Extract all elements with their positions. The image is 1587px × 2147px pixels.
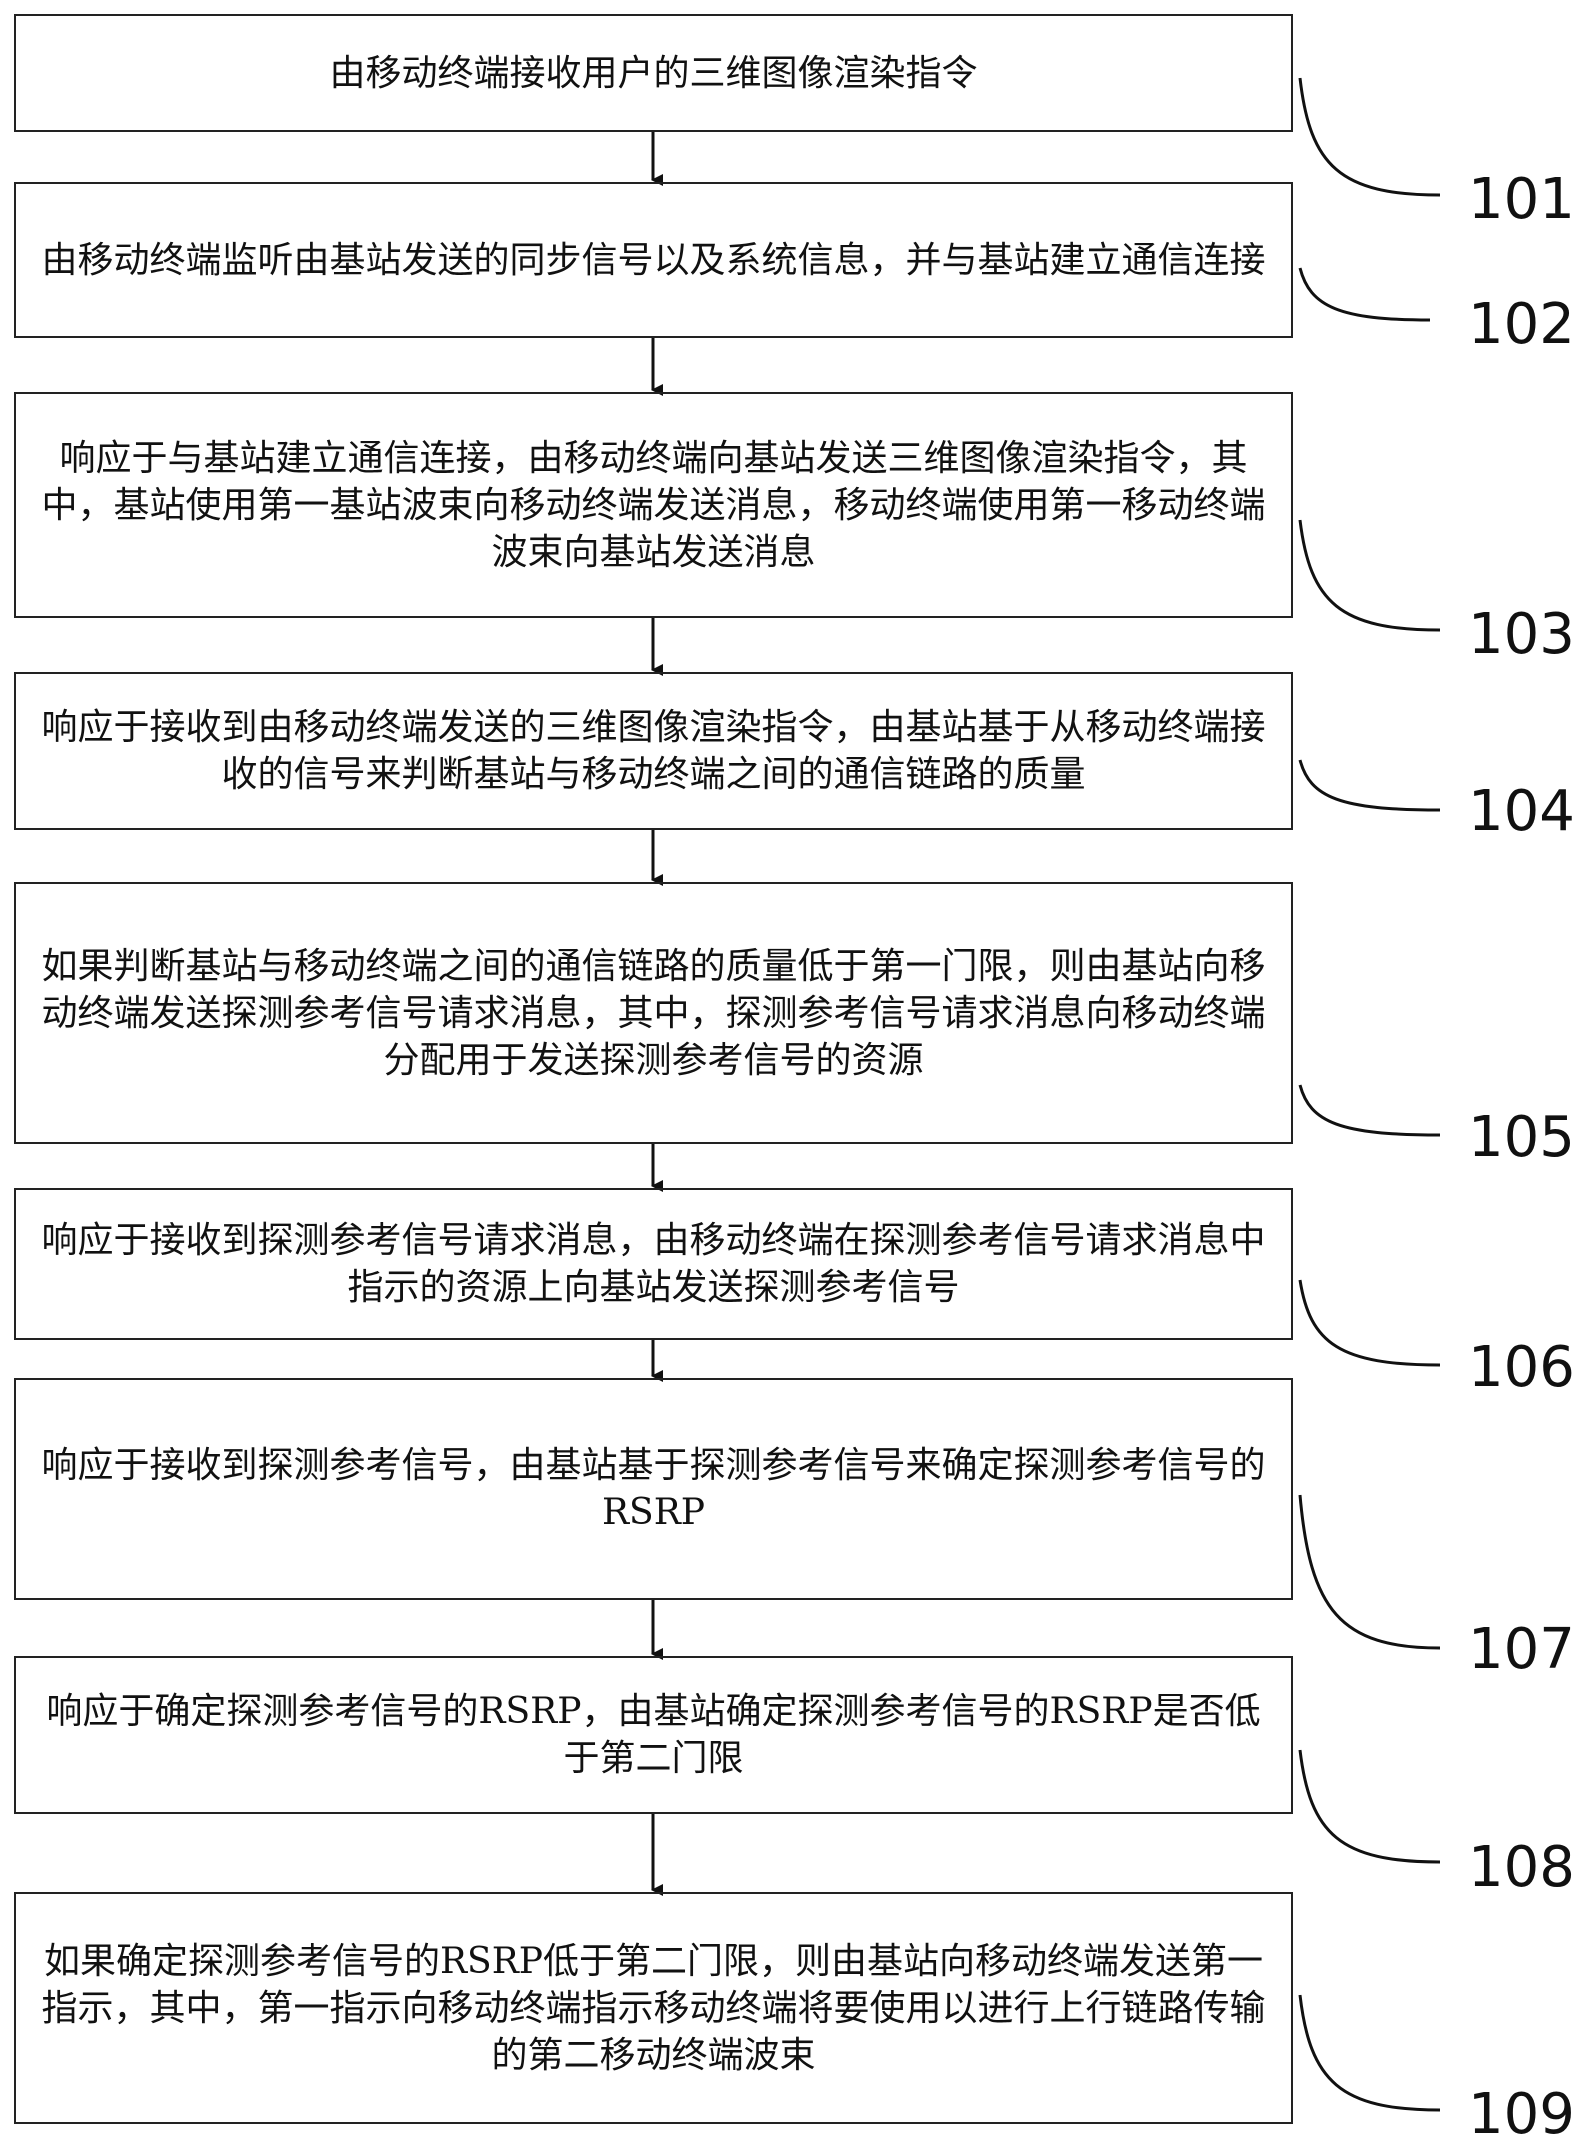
step-box-108: 响应于确定探测参考信号的RSRP，由基站确定探测参考信号的RSRP是否低于第二门… <box>14 1656 1293 1814</box>
ref-label-102: 102 <box>1468 292 1575 357</box>
step-text-107: 响应于接收到探测参考信号，由基站基于探测参考信号来确定探测参考信号的RSRP <box>41 1445 1266 1533</box>
step-text-103: 响应于与基站建立通信连接，由移动终端向基站发送三维图像渲染指令，其中，基站使用第… <box>41 437 1266 573</box>
leader-line <box>1298 519 1441 632</box>
leader-line <box>1298 759 1441 812</box>
leader-line <box>1298 1084 1441 1137</box>
ref-label-104: 104 <box>1468 779 1575 844</box>
step-box-106: 响应于接收到探测参考信号请求消息，由移动终端在探测参考信号请求消息中指示的资源上… <box>14 1188 1293 1340</box>
step-box-103: 响应于与基站建立通信连接，由移动终端向基站发送三维图像渲染指令，其中，基站使用第… <box>14 392 1293 618</box>
ref-label-105: 105 <box>1468 1105 1575 1170</box>
step-text-104: 响应于接收到由移动终端发送的三维图像渲染指令，由基站基于从移动终端接收的信号来判… <box>41 707 1266 795</box>
step-box-109: 如果确定探测参考信号的RSRP低于第二门限，则由基站向移动终端发送第一指示，其中… <box>14 1892 1293 2124</box>
leader-line <box>1298 1994 1441 2112</box>
ref-label-106: 106 <box>1468 1335 1575 1400</box>
step-text-102: 由移动终端监听由基站发送的同步信号以及系统信息，并与基站建立通信连接 <box>41 239 1266 281</box>
step-text-106: 响应于接收到探测参考信号请求消息，由移动终端在探测参考信号请求消息中指示的资源上… <box>41 1220 1266 1308</box>
leader-line <box>1298 1749 1441 1864</box>
ref-label-101: 101 <box>1468 167 1575 232</box>
ref-label-107: 107 <box>1468 1617 1575 1682</box>
leader-line <box>1298 267 1431 322</box>
ref-label-109: 109 <box>1468 2082 1575 2147</box>
leader-line <box>1298 1494 1441 1650</box>
step-box-105: 如果判断基站与移动终端之间的通信链路的质量低于第一门限，则由基站向移动终端发送探… <box>14 882 1293 1144</box>
step-box-107: 响应于接收到探测参考信号，由基站基于探测参考信号来确定探测参考信号的RSRP <box>14 1378 1293 1600</box>
ref-label-103: 103 <box>1468 602 1575 667</box>
ref-label-108: 108 <box>1468 1835 1575 1900</box>
step-text-108: 响应于确定探测参考信号的RSRP，由基站确定探测参考信号的RSRP是否低于第二门… <box>46 1691 1261 1779</box>
step-text-109: 如果确定探测参考信号的RSRP低于第二门限，则由基站向移动终端发送第一指示，其中… <box>41 1940 1266 2076</box>
step-text-105: 如果判断基站与移动终端之间的通信链路的质量低于第一门限，则由基站向移动终端发送探… <box>41 945 1266 1081</box>
step-box-104: 响应于接收到由移动终端发送的三维图像渲染指令，由基站基于从移动终端接收的信号来判… <box>14 672 1293 830</box>
step-box-101: 由移动终端接收用户的三维图像渲染指令 <box>14 14 1293 132</box>
step-text-101: 由移动终端接收用户的三维图像渲染指令 <box>329 52 978 94</box>
leader-line <box>1298 1279 1441 1367</box>
step-box-102: 由移动终端监听由基站发送的同步信号以及系统信息，并与基站建立通信连接 <box>14 182 1293 338</box>
leader-line <box>1298 77 1441 197</box>
